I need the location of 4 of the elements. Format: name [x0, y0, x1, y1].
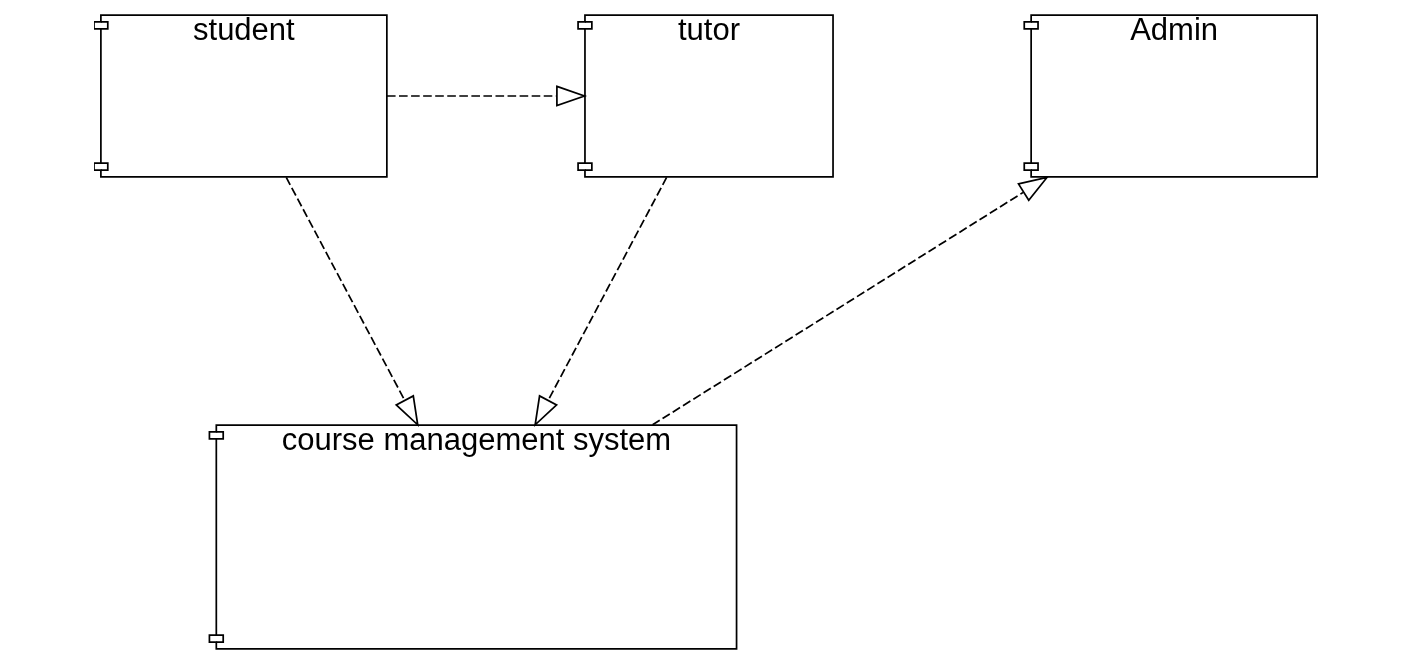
arrow — [385, 85, 587, 107]
arrow — [284, 176, 419, 428]
arrow — [533, 176, 667, 428]
arrow — [651, 176, 1049, 426]
